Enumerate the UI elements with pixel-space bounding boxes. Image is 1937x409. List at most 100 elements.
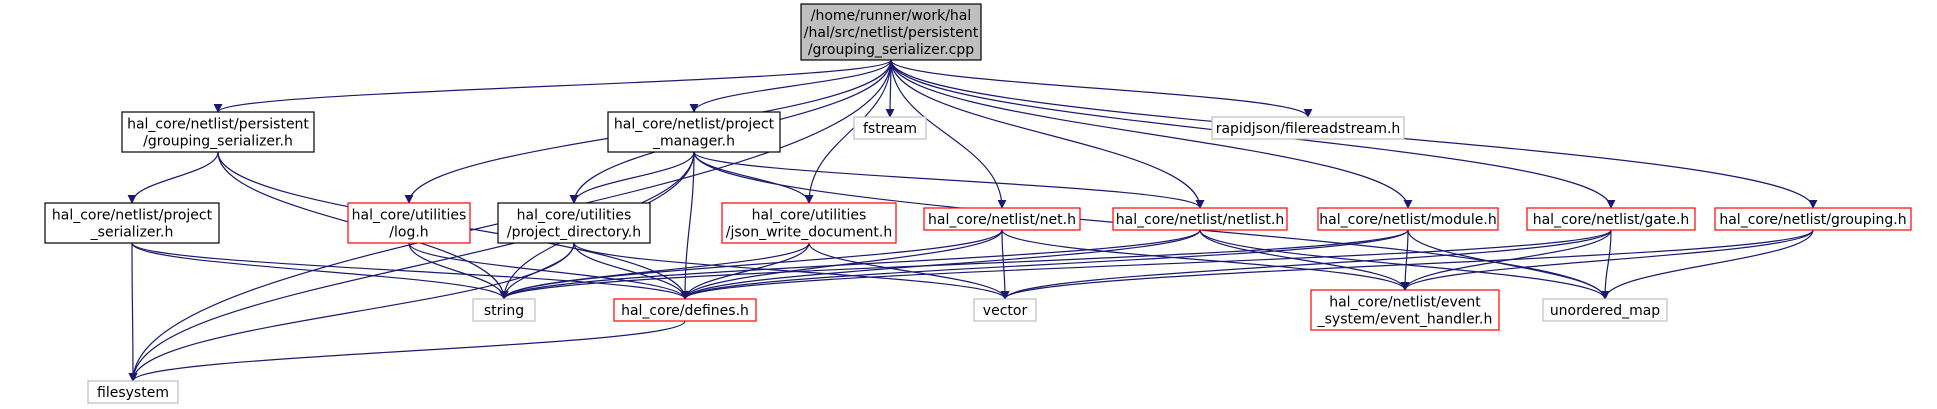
edge-netlist_h-to-string — [499, 229, 1201, 300]
edge-grouping_h-to-unordered_map — [1600, 229, 1814, 300]
node-label: hal_core/defines.h — [621, 303, 749, 319]
edge-root-to-net_h — [890, 59, 1007, 209]
node-grouping-h[interactable]: hal_core/netlist/grouping.h — [1714, 207, 1912, 231]
node-netlist-h[interactable]: hal_core/netlist/netlist.h — [1112, 207, 1288, 231]
node-label: /log.h — [389, 225, 428, 241]
node-json-write-document-h[interactable]: hal_core/utilities/json_write_document.h — [721, 202, 897, 244]
node-label: hal_core/netlist/module.h — [1319, 212, 1496, 228]
node-label: _system/event_handler.h — [1317, 312, 1493, 328]
node-box — [1542, 298, 1668, 322]
node-box — [497, 202, 651, 244]
node-label: hal_core/utilities — [352, 208, 467, 224]
edge-grouping_h-to-event_handler_h — [1400, 229, 1814, 291]
node-event-handler-h[interactable]: hal_core/netlist/event_system/event_hand… — [1310, 289, 1500, 331]
node-label: _serializer.h — [90, 225, 174, 241]
node-box — [87, 380, 179, 404]
edge-project_serializer_h-to-defines_h — [131, 242, 690, 300]
edge-grouping_serializer_h-to-project_serializer_h — [127, 151, 219, 204]
edge-root-to-rapidjson — [890, 59, 1313, 118]
edge-gate_h-to-unordered_map — [1600, 229, 1612, 300]
node-box — [613, 298, 757, 322]
edge-gate_h-to-vector — [1000, 229, 1612, 300]
node-log-h[interactable]: hal_core/utilities/log.h — [347, 202, 471, 244]
node-fstream[interactable]: fstream — [853, 116, 927, 140]
node-rapidjson[interactable]: rapidjson/filereadstream.h — [1211, 116, 1405, 140]
node-root[interactable]: /home/runner/work/hal/hal/src/netlist/pe… — [800, 3, 982, 61]
node-label: rapidjson/filereadstream.h — [1216, 121, 1401, 137]
node-label: _manager.h — [652, 134, 735, 150]
node-label: hal_core/netlist/net.h — [928, 212, 1076, 228]
node-label: /hal/src/netlist/persistent — [804, 25, 979, 41]
node-label: hal_core/netlist/project — [614, 117, 775, 133]
node-grouping-serializer-h[interactable]: hal_core/netlist/persistent/grouping_ser… — [121, 111, 315, 153]
node-gate-h[interactable]: hal_core/netlist/gate.h — [1526, 207, 1696, 231]
node-box — [1317, 207, 1499, 231]
edge-root-to-grouping_serializer_h — [213, 59, 892, 113]
node-label: hal_core/netlist/gate.h — [1533, 212, 1690, 228]
node-box — [1714, 207, 1912, 231]
node-label: /home/runner/work/hal — [811, 8, 972, 24]
edge-project_directory_h-to-defines_h — [573, 242, 690, 300]
edge-net_h-to-string — [499, 229, 1003, 300]
node-unordered-map[interactable]: unordered_map — [1542, 298, 1668, 322]
edge-root-to-project_manager_h — [689, 59, 892, 113]
node-label: hal_core/utilities — [752, 208, 867, 224]
node-box — [973, 298, 1037, 322]
node-project-manager-h[interactable]: hal_core/netlist/project_manager.h — [607, 111, 781, 153]
node-net-h[interactable]: hal_core/netlist/net.h — [923, 207, 1081, 231]
edge-module_h-to-defines_h — [680, 229, 1409, 300]
edge-project_serializer_h-to-string — [131, 242, 509, 300]
node-box — [44, 202, 220, 244]
node-label: hal_core/utilities — [517, 208, 632, 224]
node-project-directory-h[interactable]: hal_core/utilities/project_directory.h — [497, 202, 651, 244]
node-vector[interactable]: vector — [973, 298, 1037, 322]
node-label: /grouping_serializer.h — [143, 134, 293, 150]
node-label: unordered_map — [1550, 303, 1660, 319]
node-module-h[interactable]: hal_core/netlist/module.h — [1317, 207, 1499, 231]
node-label: string — [484, 303, 524, 319]
node-box — [472, 298, 536, 322]
node-box — [607, 111, 781, 153]
node-box — [1211, 116, 1405, 140]
edge-net_h-to-vector — [1000, 229, 1010, 300]
edge-project_manager_h-to-netlist_h — [693, 151, 1205, 209]
edge-project_manager_h-to-project_directory_h — [569, 151, 695, 204]
node-label: hal_core/netlist/netlist.h — [1116, 212, 1285, 228]
node-label: /grouping_serializer.cpp — [808, 42, 974, 58]
node-label: hal_core/netlist/grouping.h — [1719, 212, 1906, 228]
edge-netlist_h-to-event_handler_h — [1199, 229, 1410, 291]
node-string[interactable]: string — [472, 298, 536, 322]
node-label: fstream — [863, 121, 917, 137]
node-box — [800, 3, 982, 61]
edge-module_h-to-string — [499, 229, 1409, 300]
edge-module_h-to-event_handler_h — [1400, 229, 1410, 291]
node-label: /json_write_document.h — [726, 225, 893, 241]
edge-gate_h-to-defines_h — [680, 229, 1612, 300]
node-label: hal_core/netlist/persistent — [127, 117, 309, 133]
edge-project_manager_h-to-filesystem — [128, 151, 695, 382]
edge-json_write_document_h-to-vector — [808, 242, 1010, 300]
include-nodes: /home/runner/work/hal/hal/src/netlist/pe… — [44, 3, 1912, 404]
node-filesystem[interactable]: filesystem — [87, 380, 179, 404]
node-label: hal_core/netlist/project — [52, 208, 213, 224]
edge-grouping_h-to-vector — [1000, 229, 1814, 300]
edge-defines_h-to-filesystem — [128, 320, 686, 382]
node-label: filesystem — [97, 385, 169, 401]
node-defines-h[interactable]: hal_core/defines.h — [613, 298, 757, 322]
node-label: vector — [983, 303, 1028, 319]
edge-project_manager_h-to-defines_h — [680, 151, 695, 300]
edge-root-to-netlist_h — [890, 59, 1205, 209]
node-box — [721, 202, 897, 244]
edge-log_h-to-defines_h — [408, 242, 690, 300]
edge-project_serializer_h-to-filesystem — [128, 242, 138, 382]
edge-project_directory_h-to-filesystem — [128, 242, 575, 382]
node-box — [923, 207, 1081, 231]
edge-module_h-to-unordered_map — [1407, 229, 1610, 300]
node-project-serializer-h[interactable]: hal_core/netlist/project_serializer.h — [44, 202, 220, 244]
node-box — [1112, 207, 1288, 231]
node-box — [1310, 289, 1500, 331]
node-box — [853, 116, 927, 140]
node-label: /project_directory.h — [507, 225, 641, 241]
node-box — [121, 111, 315, 153]
